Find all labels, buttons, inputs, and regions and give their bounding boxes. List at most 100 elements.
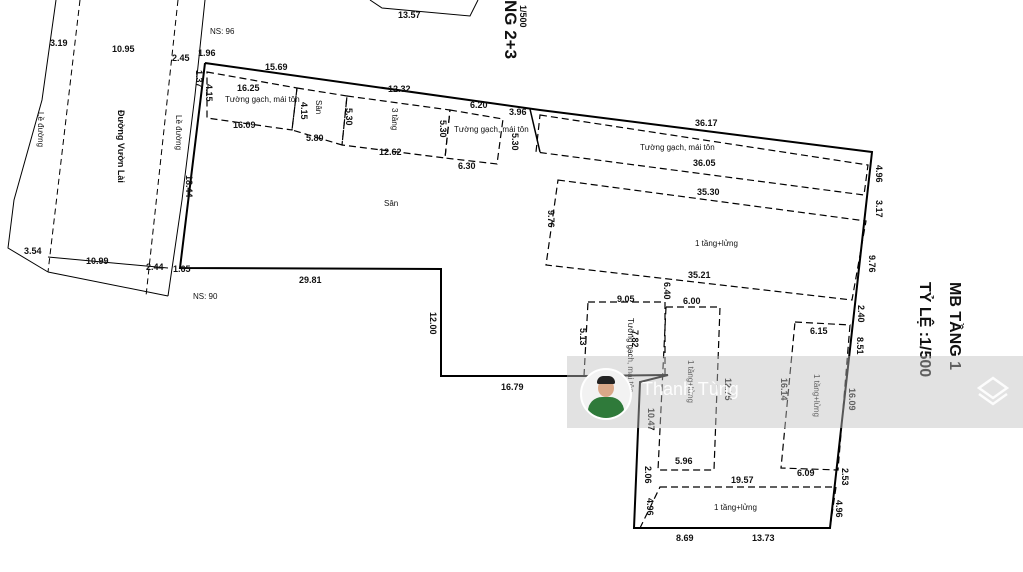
dim-12: 16.09	[233, 120, 256, 130]
dim-32: 12.00	[428, 312, 438, 335]
title-line-2: TỶ LỆ :1/500	[916, 282, 935, 377]
ns-bottom: NS: 90	[193, 292, 218, 301]
room-one-mezz-d[interactable]	[639, 486, 837, 529]
dim-39: 5.13	[578, 328, 588, 346]
upper-floor-fragment	[369, 0, 479, 17]
dim-49: 2.06	[643, 466, 653, 484]
dim-29: 10.99	[86, 256, 109, 266]
dim-10: 3.96	[509, 107, 527, 117]
label-one-mezz: 1 tầng+lửng	[695, 239, 738, 248]
dim-57: 1.65	[173, 264, 191, 274]
label-wall-2: Tường gạch, mái tôn	[454, 125, 529, 134]
street-right-boundary	[167, 0, 206, 297]
dim-26: 35.21	[688, 270, 711, 280]
lot-outline[interactable]	[178, 62, 874, 529]
dim-2: 3.19	[50, 38, 68, 48]
room-wall-2[interactable]	[444, 109, 504, 165]
ns-top: NS: 96	[210, 27, 235, 36]
dim-9: 6.20	[470, 100, 488, 110]
label-yard-small: Sân	[314, 100, 323, 114]
dim-55: 1.37	[194, 70, 204, 88]
street-edge-right	[145, 0, 179, 297]
dim-34: 9.05	[617, 294, 635, 304]
dim-48: 6.09	[797, 468, 815, 478]
dim-24: 9.76	[546, 210, 556, 228]
dim-23: 3.17	[874, 200, 884, 218]
avatar[interactable]	[580, 368, 632, 420]
dim-19: 5.30	[438, 120, 448, 138]
dim-56: 4.15	[204, 84, 214, 102]
dim-27: 18.44	[184, 175, 194, 198]
room-wall-4[interactable]	[583, 301, 666, 377]
room-wall-1[interactable]	[206, 71, 298, 131]
label-one-mezz-b: 1 tầng+lửng	[686, 360, 695, 403]
dim-14: 12.62	[379, 147, 402, 157]
dim-45: 10.47	[646, 408, 656, 431]
dim-31: 29.81	[299, 275, 322, 285]
dim-52: 4.96	[834, 500, 844, 518]
notch-line	[529, 108, 541, 153]
dim-5: 1.96	[198, 48, 216, 58]
dim-21: 4.96	[874, 165, 884, 183]
label-one-mezz-d: 1 tầng+lửng	[714, 503, 757, 512]
dim-37: 2.40	[856, 305, 866, 323]
watermark-banner: Thanh Tùng	[567, 356, 1023, 428]
dim-20: 5.30	[510, 133, 520, 151]
dim-40: 7.82	[630, 330, 640, 348]
dim-33: 16.79	[501, 382, 524, 392]
dim-4: 2.45	[172, 53, 190, 63]
dim-47: 19.57	[731, 475, 754, 485]
dim-15: 6.30	[458, 161, 476, 171]
room-one-mezz-b[interactable]	[657, 306, 721, 471]
watermark-name: Thanh Tùng	[642, 379, 739, 399]
dim-13: 5.80	[306, 133, 324, 143]
sidewalk-left: Lề đường	[36, 112, 45, 147]
label-wall-1: Tường gạch, mái tôn	[225, 95, 300, 104]
dim-46: 5.96	[675, 456, 693, 466]
label-wall-4: Tường gạch, mái tôn	[626, 318, 635, 393]
sidewalk-right: Lề đường	[174, 115, 183, 150]
title-line-1: MB TẦNG 1	[946, 282, 965, 370]
room-three-floor[interactable]	[341, 95, 451, 159]
dim-1: 13.57	[398, 10, 421, 20]
dim-16: 36.05	[693, 158, 716, 168]
dim-44: 12.75	[723, 378, 733, 401]
dim-41: 8.51	[855, 337, 865, 355]
dim-38: 6.15	[810, 326, 828, 336]
dim-50: 2.53	[840, 468, 850, 486]
dim-25: 9.76	[867, 255, 877, 273]
room-one-mezz[interactable]	[545, 179, 867, 301]
dim-30: 2.44	[146, 262, 164, 272]
logo-icon	[976, 376, 1010, 406]
room-one-mezz-c[interactable]	[780, 321, 851, 471]
dim-54: 13.73	[752, 533, 775, 543]
street-bottom2	[47, 256, 169, 269]
dim-3: 10.95	[112, 44, 135, 54]
dim-6: 15.69	[265, 62, 288, 72]
dim-36: 6.00	[683, 296, 701, 306]
dim-51: 4.96	[645, 498, 655, 516]
dim-42: 16.14	[779, 378, 789, 401]
dim-28: 3.54	[24, 246, 42, 256]
dim-35: 6.40	[662, 282, 672, 300]
street-edge-left	[47, 0, 81, 273]
dim-53: 8.69	[676, 533, 694, 543]
dim-8: 12.32	[388, 84, 411, 94]
dim-22: 35.30	[697, 187, 720, 197]
top-title-1: NG 2+3	[501, 0, 520, 59]
label-wall-3: Tường gạch, mái tôn	[640, 143, 715, 152]
label-one-mezz-c: 1 tầng+lửng	[812, 374, 821, 417]
dim-11: 36.17	[695, 118, 718, 128]
dim-18: 5.30	[344, 108, 354, 126]
dim-43: 16.09	[847, 388, 857, 411]
dim-17: 4.15	[299, 102, 309, 120]
room-wall-3[interactable]	[535, 114, 869, 196]
label-main-yard: Sân	[384, 199, 398, 208]
street-name: Đường Vườn Lài	[116, 110, 126, 183]
top-title-2: 1/500	[518, 5, 528, 28]
label-three-floor: 3 tầng	[390, 108, 399, 130]
dim-7: 16.25	[237, 83, 260, 93]
street-bottom	[47, 271, 169, 297]
street-left-boundary	[7, 0, 57, 273]
